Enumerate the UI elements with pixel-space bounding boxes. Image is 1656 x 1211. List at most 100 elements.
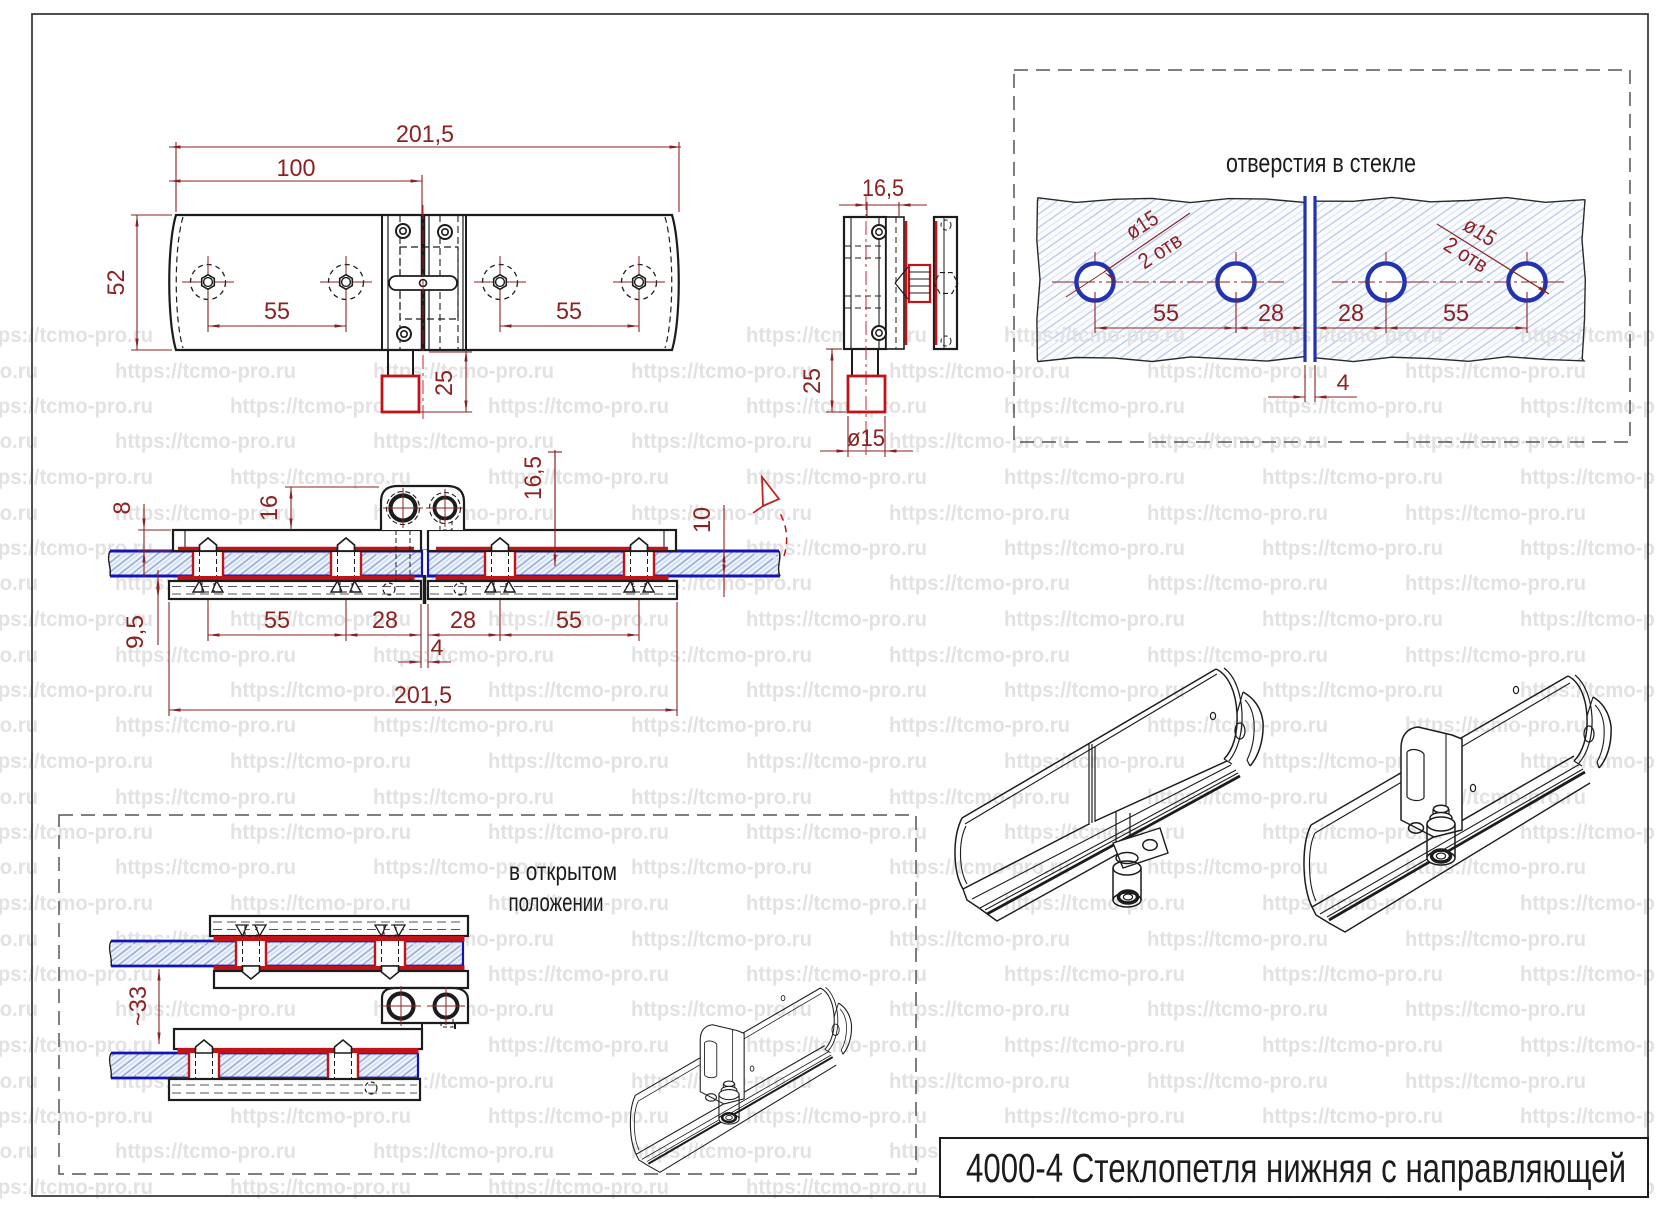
svg-text:https://tcmo-pro.ru: https://tcmo-pro.ru [1262,1104,1443,1128]
svg-text:https://tcmo-pro.ru: https://tcmo-pro.ru [1405,997,1586,1021]
svg-text:https://tcmo-pro.ru: https://tcmo-pro.ru [1262,394,1443,418]
svg-text:https://tcmo-pro.ru: https://tcmo-pro.ru [230,820,411,844]
svg-text:https://tcmo-pro.ru: https://tcmo-pro.ru [488,749,669,773]
svg-text:https://tcmo-pro.ru: https://tcmo-pro.ru [115,785,296,809]
svg-text:https://tcmo-pro.ru: https://tcmo-pro.ru [1520,607,1656,631]
svg-text:https://tcmo-pro.ru: https://tcmo-pro.ru [1004,1033,1185,1057]
svg-text:25: 25 [799,368,826,394]
svg-text:55: 55 [264,607,290,634]
svg-text:4: 4 [431,635,444,660]
svg-text:https://tcmo-pro.ru: https://tcmo-pro.ru [230,607,411,631]
svg-text:https://tcmo-pro.ru: https://tcmo-pro.ru [1520,394,1656,418]
svg-text:https://tcmo-pro.ru: https://tcmo-pro.ru [1147,997,1328,1021]
svg-text:201,5: 201,5 [396,121,454,148]
svg-text:https://tcmo-pro.ru: https://tcmo-pro.ru [230,1175,411,1199]
svg-text:https://tcmo-pro.ru: https://tcmo-pro.ru [889,855,1070,879]
svg-text:https://tcmo-pro.ru: https://tcmo-pro.ru [631,785,812,809]
svg-text:55: 55 [556,298,582,325]
svg-text:https://tcmo-pro.ru: https://tcmo-pro.ru [631,855,812,879]
svg-text:https://tcmo-pro.ru: https://tcmo-pro.ru [1520,962,1656,986]
svg-text:https://tcmo-pro.ru: https://tcmo-pro.ru [1147,571,1328,595]
svg-text:https://tcmo-pro.ru: https://tcmo-pro.ru [1147,855,1328,879]
svg-text:https://tcmo-pro.ru: https://tcmo-pro.ru [1004,1104,1185,1128]
svg-text:28: 28 [450,607,476,634]
svg-text:https://tcmo-pro.ru: https://tcmo-pro.ru [488,1104,669,1128]
svg-text:9,5: 9,5 [122,615,149,649]
svg-text:https://tcmo-pro.ru: https://tcmo-pro.ru [1262,1033,1443,1057]
svg-text:https://tcmo-pro.ru: https://tcmo-pro.ru [1262,323,1443,347]
svg-text:https://tcmo-pro.ru: https://tcmo-pro.ru [488,1033,669,1057]
svg-text:https://tcmo-pro.ru: https://tcmo-pro.ru [1147,785,1328,809]
svg-text:в открытом: в открытом [509,856,617,886]
svg-text:55: 55 [1153,300,1179,327]
svg-text:https://tcmo-pro.ru: https://tcmo-pro.ru [1147,359,1328,383]
svg-text:https://tcmo-pro.ru: https://tcmo-pro.ru [889,997,1070,1021]
svg-text:https://tcmo-pro.ru: https://tcmo-pro.ru [0,678,153,702]
svg-text:https://tcmo-pro.ru: https://tcmo-pro.ru [488,891,669,915]
svg-text:https://tcmo-pro.ru: https://tcmo-pro.ru [1520,749,1656,773]
svg-text:https://tcmo-pro.ru: https://tcmo-pro.ru [373,855,554,879]
svg-text:https://tcmo-pro.ru: https://tcmo-pro.ru [0,323,153,347]
svg-text:https://tcmo-pro.ru: https://tcmo-pro.ru [746,607,927,631]
svg-text:55: 55 [264,298,290,325]
svg-text:https://tcmo-pro.ru: https://tcmo-pro.ru [1004,607,1185,631]
svg-text:https://tcmo-pro.ru: https://tcmo-pro.ru [1520,820,1656,844]
svg-text:https://tcmo-pro.ru: https://tcmo-pro.ru [230,1104,411,1128]
svg-text:https://tcmo-pro.ru: https://tcmo-pro.ru [115,997,296,1021]
svg-text:https://tcmo-pro.ru: https://tcmo-pro.ru [488,394,669,418]
svg-text:https://tcmo-pro.ru: https://tcmo-pro.ru [631,501,812,525]
svg-text:https://tcmo-pro.ru: https://tcmo-pro.ru [1004,394,1185,418]
svg-text:https://tcmo-pro.ru: https://tcmo-pro.ru [889,785,1070,809]
svg-text:https://tcmo-pro.ru: https://tcmo-pro.ru [230,465,411,489]
svg-text:https://tcmo-pro.ru: https://tcmo-pro.ru [631,429,812,453]
svg-text:https://tcmo-pro.ru: https://tcmo-pro.ru [746,891,927,915]
svg-text:https://tcmo-pro.ru: https://tcmo-pro.ru [1147,643,1328,667]
svg-text:https://tcmo-pro.ru: https://tcmo-pro.ru [0,465,153,489]
svg-text:https://tcmo-pro.ru: https://tcmo-pro.ru [373,643,554,667]
svg-text:https://tcmo-pro.ru: https://tcmo-pro.ru [1520,465,1656,489]
svg-text:28: 28 [1258,300,1284,327]
svg-text:https://tcmo-pro.ru: https://tcmo-pro.ru [889,643,1070,667]
svg-text:https://tcmo-pro.ru: https://tcmo-pro.ru [1520,1033,1656,1057]
svg-text:https://tcmo-pro.ru: https://tcmo-pro.ru [1405,501,1586,525]
svg-text:https://tcmo-pro.ru: https://tcmo-pro.ru [488,1175,669,1199]
svg-text:https://tcmo-pro.ru: https://tcmo-pro.ru [1405,571,1586,595]
svg-text:https://tcmo-pro.ru: https://tcmo-pro.ru [746,962,927,986]
svg-text:10: 10 [689,507,716,533]
svg-text:https://tcmo-pro.ru: https://tcmo-pro.ru [746,394,927,418]
svg-text:https://tcmo-pro.ru: https://tcmo-pro.ru [488,962,669,986]
svg-text:https://tcmo-pro.ru: https://tcmo-pro.ru [1405,1069,1586,1093]
svg-text:201,5: 201,5 [394,682,452,709]
svg-text:https://tcmo-pro.ru: https://tcmo-pro.ru [1004,678,1185,702]
svg-text:https://tcmo-pro.ru: https://tcmo-pro.ru [1520,536,1656,560]
svg-text:https://tcmo-pro.ru: https://tcmo-pro.ru [1262,465,1443,489]
svg-text:https://tcmo-pro.ru: https://tcmo-pro.ru [1520,678,1656,702]
svg-text:52: 52 [103,270,130,296]
svg-text:https://tcmo-pro.ru: https://tcmo-pro.ru [1262,536,1443,560]
svg-text:ø15: ø15 [847,425,885,452]
svg-text:100: 100 [277,155,316,182]
svg-text:https://tcmo-pro.ru: https://tcmo-pro.ru [1147,501,1328,525]
svg-text:https://tcmo-pro.ru: https://tcmo-pro.ru [889,571,1070,595]
svg-text:https://tcmo-pro.ru: https://tcmo-pro.ru [631,643,812,667]
svg-text:https://tcmo-pro.ru: https://tcmo-pro.ru [0,394,153,418]
svg-text:https://tcmo-pro.ru: https://tcmo-pro.ru [746,749,927,773]
svg-text:https://tcmo-pro.ru: https://tcmo-pro.ru [1262,607,1443,631]
svg-text:28: 28 [1338,300,1364,327]
svg-text:https://tcmo-pro.ru: https://tcmo-pro.ru [1004,465,1185,489]
svg-text:https://tcmo-pro.ru: https://tcmo-pro.ru [1262,678,1443,702]
svg-text:4000-4 Стеклопетля нижняя с на: 4000-4 Стеклопетля нижняя с направляющей [966,1145,1626,1191]
svg-text:https://tcmo-pro.ru: https://tcmo-pro.ru [746,465,927,489]
svg-text:https://tcmo-pro.ru: https://tcmo-pro.ru [373,785,554,809]
svg-text:положении: положении [509,887,604,917]
svg-text:https://tcmo-pro.ru: https://tcmo-pro.ru [1405,643,1586,667]
svg-text:https://tcmo-pro.ru: https://tcmo-pro.ru [889,713,1070,737]
svg-text:https://tcmo-pro.ru: https://tcmo-pro.ru [373,1139,554,1163]
svg-text:https://tcmo-pro.ru: https://tcmo-pro.ru [115,1139,296,1163]
svg-text:16: 16 [256,495,283,521]
svg-text:~33: ~33 [125,986,152,1026]
svg-text:https://tcmo-pro.ru: https://tcmo-pro.ru [1520,1104,1656,1128]
svg-text:16,5: 16,5 [520,456,547,500]
svg-text:https://tcmo-pro.ru: https://tcmo-pro.ru [230,891,411,915]
svg-text:https://tcmo-pro.ru: https://tcmo-pro.ru [889,501,1070,525]
